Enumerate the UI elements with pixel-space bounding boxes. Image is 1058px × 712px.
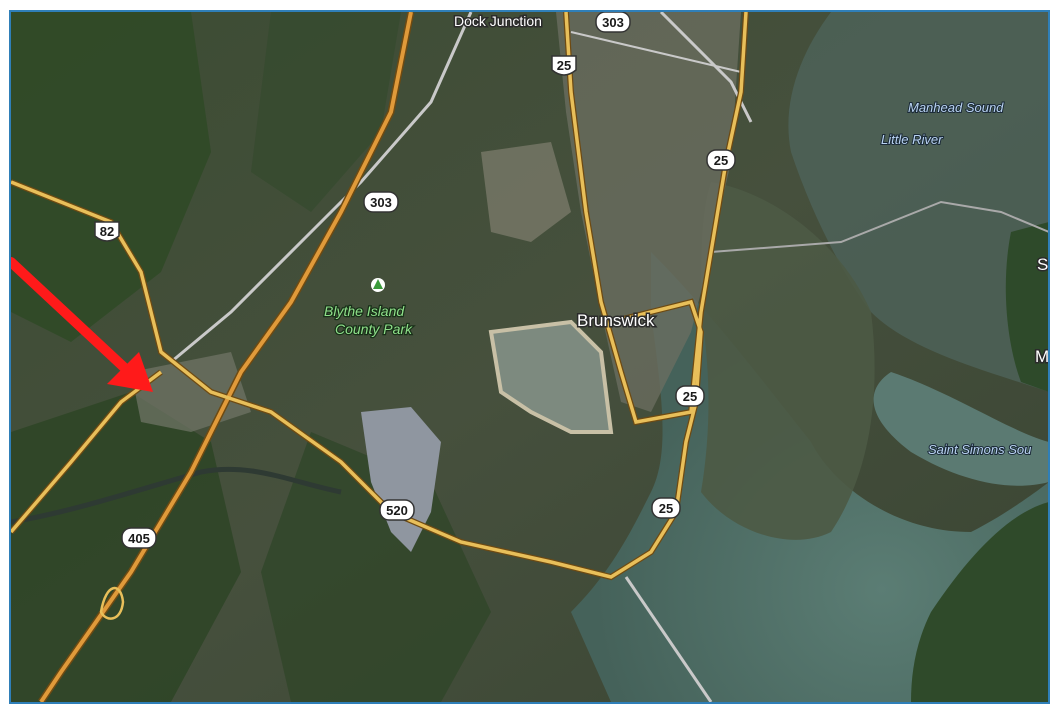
map-canvas[interactable]: 303 25 25 303 82 25 [11, 12, 1049, 702]
route-number: 520 [386, 503, 408, 518]
spoil-edge [488, 319, 614, 434]
place-label-brunswick: Brunswick [577, 311, 655, 330]
water-label-little-river: Little River [881, 132, 943, 147]
road-major-fills [11, 12, 748, 702]
route-shield-303-top[interactable]: 303 [595, 12, 631, 33]
route-shield-303-mid[interactable]: 303 [363, 191, 399, 213]
island-coast [1005, 222, 1048, 392]
route-number: 25 [714, 153, 728, 168]
route-shield-25-c[interactable]: 25 [675, 385, 705, 407]
road-minor [570, 31, 742, 73]
industrial-area [361, 407, 441, 552]
forest-patch [251, 12, 401, 212]
park-label-line2: County Park [335, 321, 413, 337]
park-label-line1: Blythe Island [324, 303, 405, 319]
road-minor [710, 200, 1048, 253]
place-label-edge-m: M [1035, 347, 1049, 366]
route-number: 303 [602, 15, 624, 30]
forest-patch [261, 432, 491, 702]
route-number: 25 [557, 58, 571, 73]
water-label-saint-simons: Saint Simons Sou [928, 442, 1031, 457]
route-number: 25 [659, 501, 673, 516]
park-tree-icon[interactable] [371, 278, 385, 292]
forest-patch [11, 12, 211, 342]
route-shield-82[interactable]: 82 [94, 221, 120, 242]
water-north [788, 12, 1048, 392]
route-shield-520[interactable]: 520 [379, 499, 415, 521]
water-label-manhead-sound: Manhead Sound [908, 100, 1004, 115]
satellite-map[interactable]: 303 25 25 303 82 25 [9, 10, 1050, 704]
marsh-island [701, 182, 875, 540]
route-shield-405[interactable]: 405 [121, 527, 157, 549]
route-number: 303 [370, 195, 392, 210]
road-minor [170, 12, 473, 364]
route-number: 405 [128, 531, 150, 546]
route-shield-25-d[interactable]: 25 [651, 497, 681, 519]
water-channel [873, 372, 1048, 486]
river [11, 466, 342, 525]
place-label-dock-junction: Dock Junction [454, 13, 542, 29]
red-arrow-annotation [11, 257, 153, 392]
island-coast [911, 502, 1048, 702]
route-shield-25-b[interactable]: 25 [706, 149, 736, 171]
place-label-edge-s: S [1037, 255, 1048, 274]
route-shield-25-a[interactable]: 25 [551, 55, 577, 76]
road-minor [624, 576, 713, 702]
route-number: 82 [100, 224, 114, 239]
urban-area [481, 142, 571, 242]
road-minor [659, 12, 753, 123]
route-number: 25 [683, 389, 697, 404]
